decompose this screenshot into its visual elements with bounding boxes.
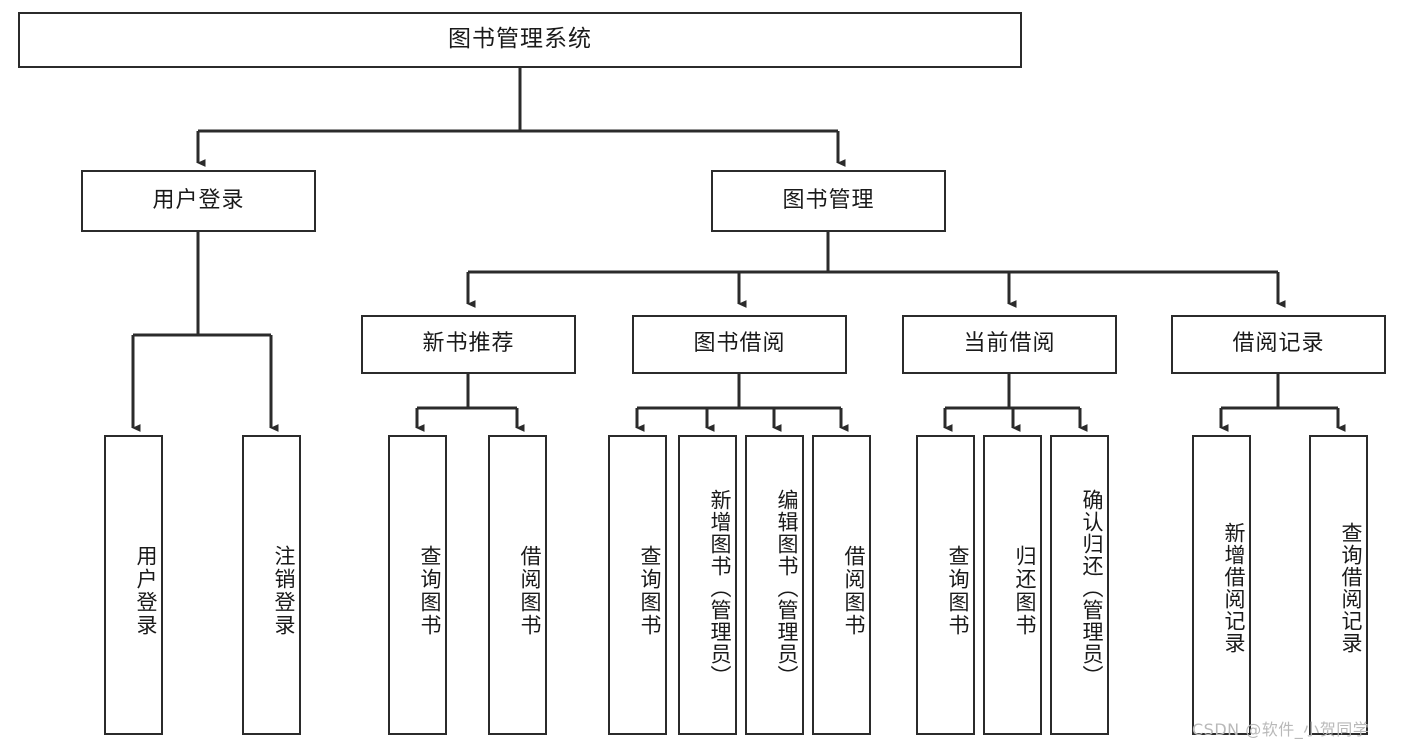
leaf-records-query[interactable]: 查询借阅记录 [1309,435,1368,735]
node-new-book-recommend[interactable]: 新书推荐 [361,315,576,374]
leaf-book-borrow-add[interactable]: 新增图书（管理员） [678,435,737,735]
watermark-text: CSDN @软件_小贺同学 [1192,720,1370,739]
leaf-current-borrow-confirm-return[interactable]: 确认归还（管理员） [1050,435,1109,735]
node-book-management[interactable]: 图书管理 [711,170,946,232]
leaf-records-add[interactable]: 新增借阅记录 [1192,435,1251,735]
leaf-user-login-signout[interactable]: 注销登录 [242,435,301,735]
leaf-new-book-borrow[interactable]: 借阅图书 [488,435,547,735]
node-borrow-records[interactable]: 借阅记录 [1171,315,1386,374]
leaf-new-book-query[interactable]: 查询图书 [388,435,447,735]
leaf-book-borrow-borrow[interactable]: 借阅图书 [812,435,871,735]
leaf-book-borrow-edit[interactable]: 编辑图书（管理员） [745,435,804,735]
leaf-current-borrow-return[interactable]: 归还图书 [983,435,1042,735]
leaf-user-login-signin[interactable]: 用户登录 [104,435,163,735]
node-root[interactable]: 图书管理系统 [18,12,1022,68]
leaf-current-borrow-query[interactable]: 查询图书 [916,435,975,735]
node-book-borrow[interactable]: 图书借阅 [632,315,847,374]
node-current-borrow[interactable]: 当前借阅 [902,315,1117,374]
leaf-book-borrow-query[interactable]: 查询图书 [608,435,667,735]
node-user-login[interactable]: 用户登录 [81,170,316,232]
